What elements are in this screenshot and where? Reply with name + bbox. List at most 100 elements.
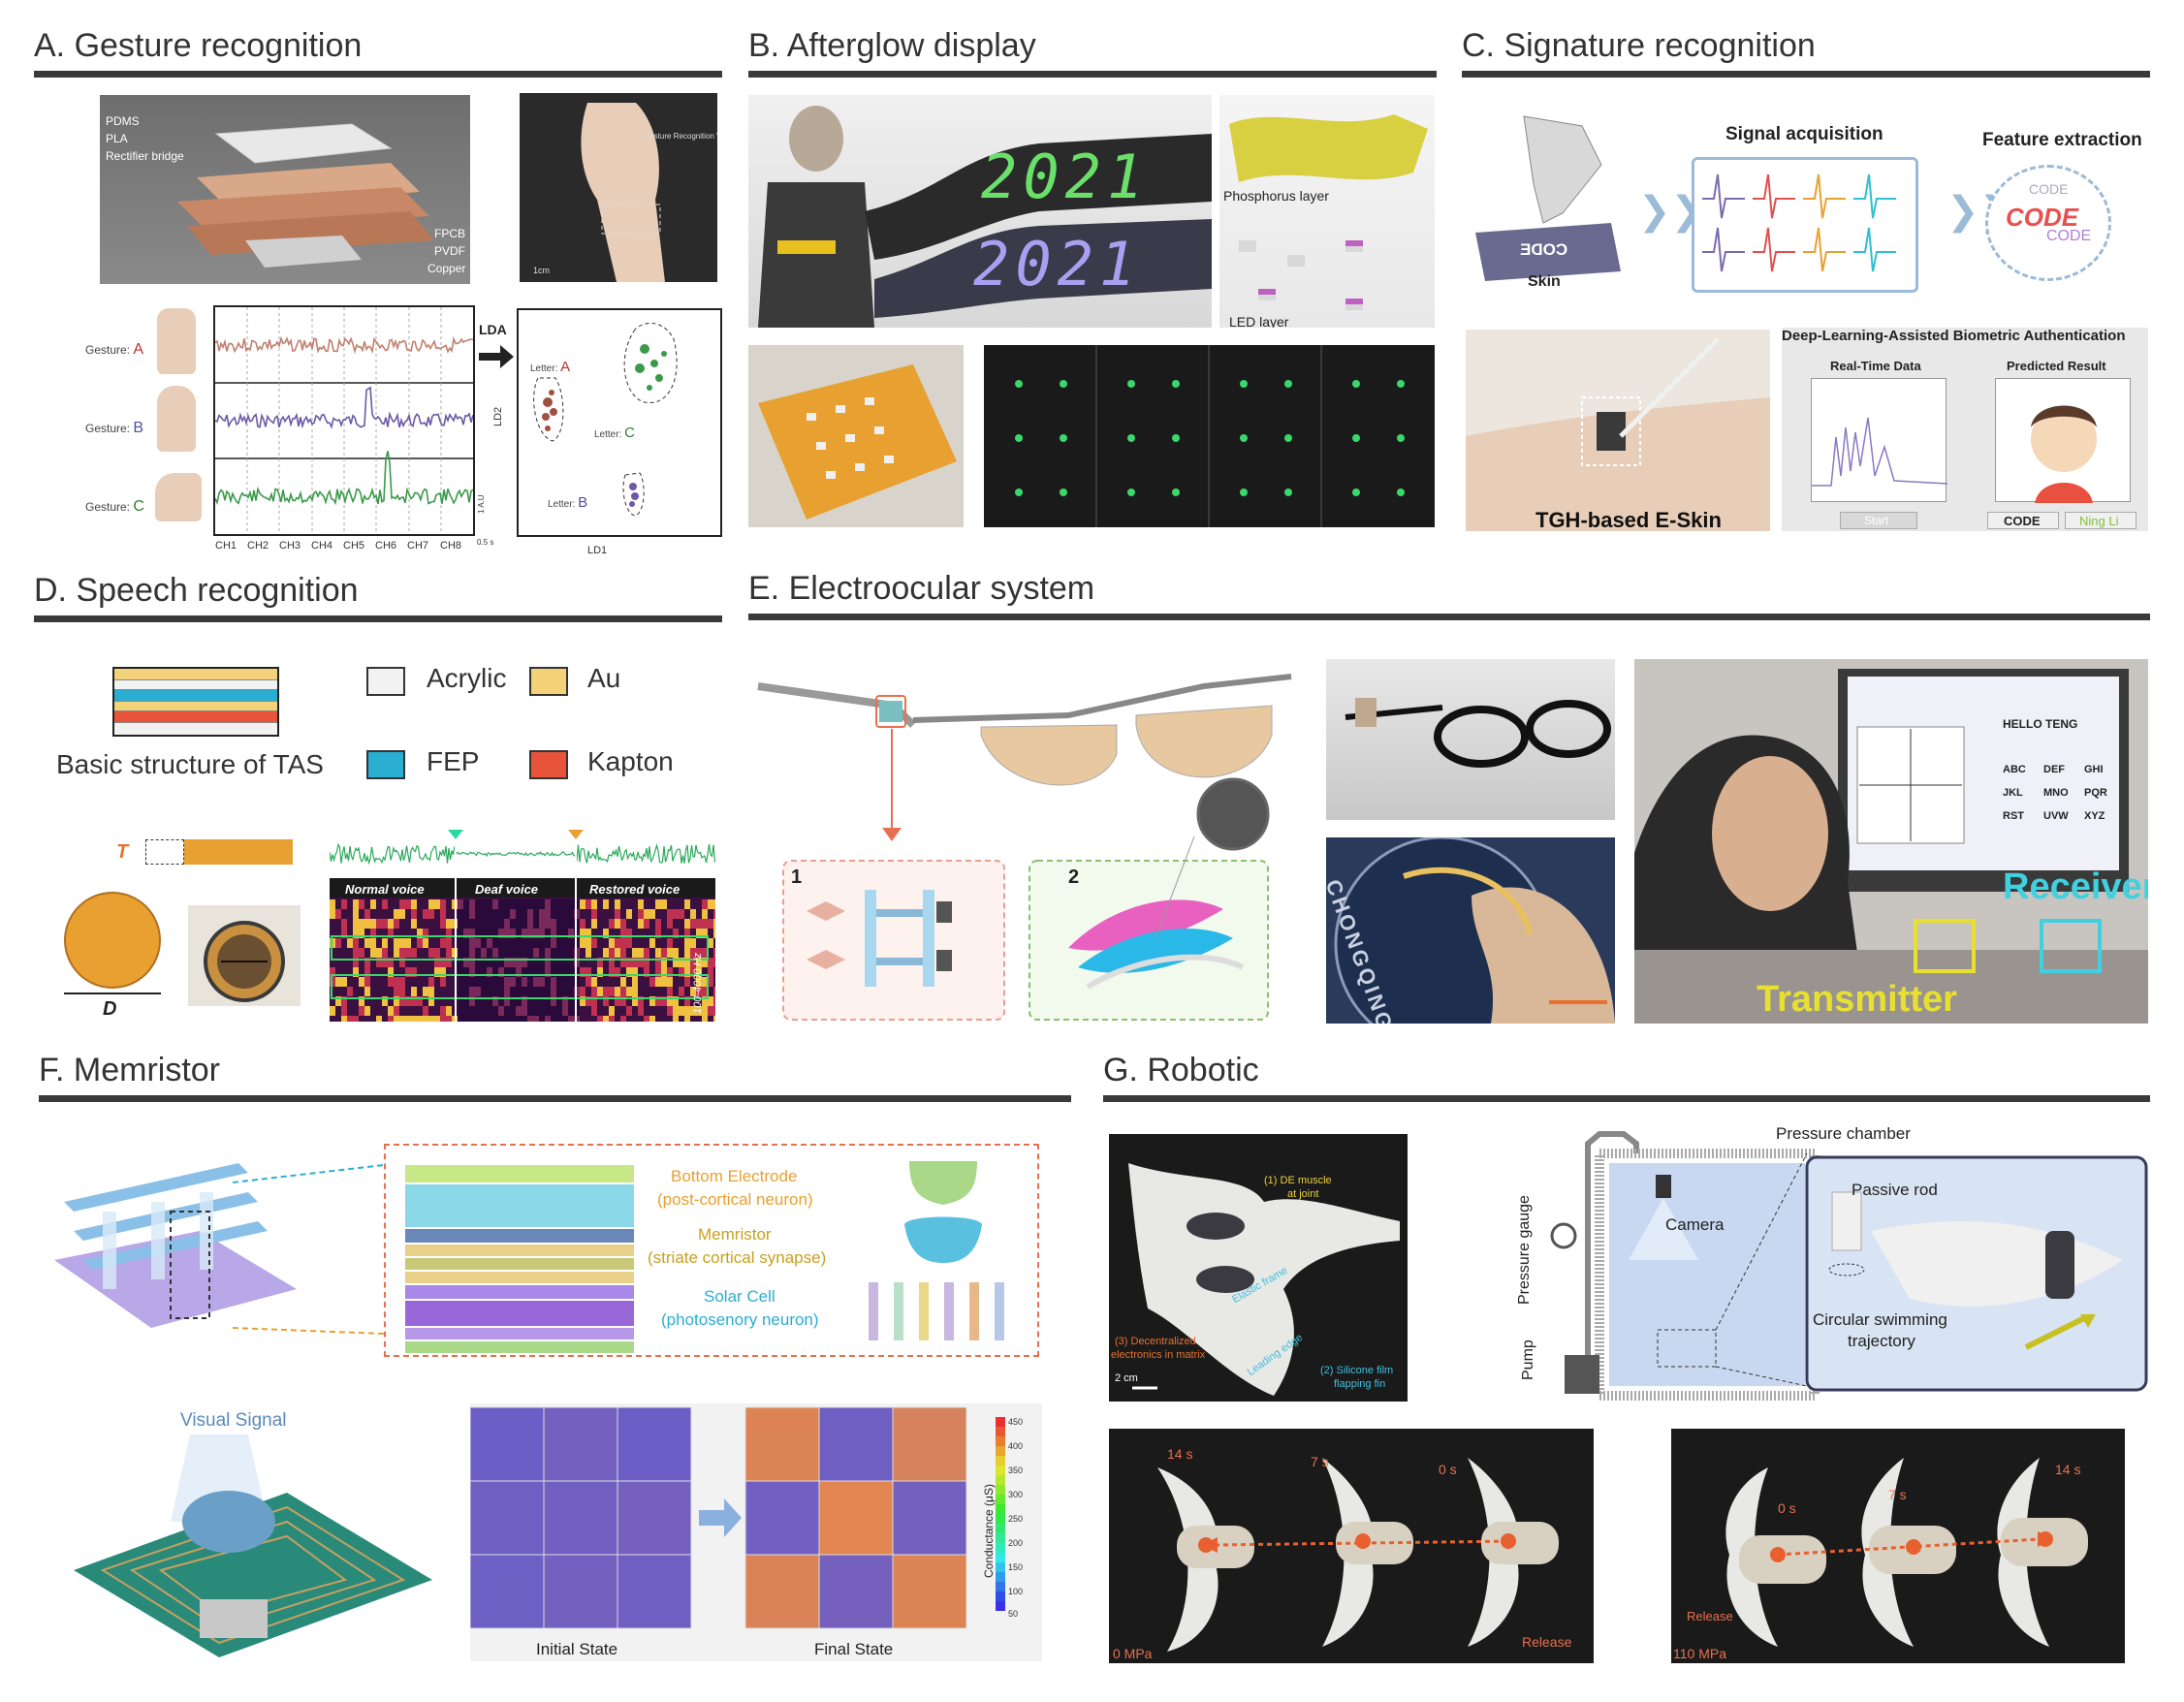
start-button[interactable]: Start bbox=[1840, 512, 1917, 529]
spectrogram-cell bbox=[405, 919, 411, 929]
spectrogram-cell bbox=[516, 967, 522, 977]
spectrogram-cell bbox=[632, 958, 638, 967]
heatmap-cell bbox=[617, 1480, 692, 1556]
legend-swatch-acrylic bbox=[366, 667, 405, 696]
flapping-fin-label: flapping fin bbox=[1334, 1378, 1386, 1390]
spectrogram-cell bbox=[458, 948, 463, 958]
spectrogram-cell bbox=[428, 977, 434, 987]
spectrogram-cell bbox=[673, 967, 679, 977]
panel-d-title: D. Speech recognition bbox=[34, 572, 359, 609]
time-label-0s: 0 s bbox=[1778, 1500, 1796, 1516]
heatmap-cell bbox=[744, 1480, 820, 1556]
spectrogram-cell bbox=[347, 987, 353, 996]
spectrogram-cell bbox=[522, 899, 527, 909]
spectrogram-cell bbox=[492, 967, 498, 977]
spectrogram-cell bbox=[341, 958, 347, 967]
spectrogram-cell bbox=[655, 919, 661, 929]
spectrogram-cell bbox=[504, 967, 510, 977]
spectrogram-cell bbox=[527, 996, 533, 1006]
spectrogram-cell bbox=[487, 1016, 492, 1022]
spectrogram-cell bbox=[341, 967, 347, 977]
spectrogram-cell bbox=[370, 899, 376, 909]
spectrogram-cell bbox=[667, 1006, 673, 1016]
memristor-text: Solar Cell bbox=[704, 1287, 775, 1306]
spectrogram-cell bbox=[603, 909, 609, 919]
spectrogram-cell bbox=[702, 899, 708, 909]
spectrogram-cell bbox=[638, 977, 644, 987]
spectrogram-cell bbox=[504, 899, 510, 909]
spectrogram-cell bbox=[335, 958, 341, 967]
spectrogram-cell bbox=[440, 948, 446, 958]
spectrogram-cell bbox=[487, 919, 492, 929]
spectrogram-cell bbox=[394, 929, 399, 938]
spectrogram-cell bbox=[586, 996, 591, 1006]
spectrogram-cell bbox=[644, 987, 649, 996]
spectrogram-cell bbox=[446, 938, 452, 948]
signal-acquisition-label: Signal acquisition bbox=[1725, 124, 1883, 144]
spectrogram-cell bbox=[690, 948, 696, 958]
spectrogram-cell bbox=[626, 919, 632, 929]
spectrogram-cell bbox=[475, 1006, 481, 1016]
spectrogram-cell bbox=[394, 1006, 399, 1016]
spectrogram-cell bbox=[510, 919, 516, 929]
spectrogram-cell bbox=[469, 948, 475, 958]
spectrogram-cell bbox=[335, 899, 341, 909]
spectrogram-cell bbox=[487, 948, 492, 958]
spectrogram-cell bbox=[446, 977, 452, 987]
spectrogram-cell bbox=[335, 1016, 341, 1022]
spectrogram-cell bbox=[434, 909, 440, 919]
spectrogram-cell bbox=[649, 958, 655, 967]
spectrogram-cell bbox=[586, 958, 591, 967]
spectrogram-cell bbox=[347, 958, 353, 967]
spectrogram-cell bbox=[481, 1016, 487, 1022]
channel-label: CH3 bbox=[279, 540, 301, 552]
spectrogram-cell bbox=[347, 948, 353, 958]
realtime-data-label: Real-Time Data bbox=[1830, 359, 1921, 373]
spectrogram-cell bbox=[609, 958, 615, 967]
spectrogram-cell bbox=[399, 948, 405, 958]
spectrogram-cell bbox=[638, 1016, 644, 1022]
spectrogram-cell bbox=[609, 987, 615, 996]
afterglow-dot bbox=[1240, 380, 1248, 388]
colorbar-segment bbox=[996, 1436, 1005, 1446]
spectrogram-cell bbox=[626, 929, 632, 938]
spectrogram-cell bbox=[713, 948, 715, 958]
spectrogram-cell bbox=[428, 899, 434, 909]
spectrogram-cell bbox=[702, 948, 708, 958]
transmitter-label: Transmitter bbox=[1757, 979, 1957, 1020]
colorbar-segment bbox=[996, 1601, 1005, 1611]
memristor-text: (photosenory neuron) bbox=[661, 1310, 819, 1329]
spectrogram-cell bbox=[696, 899, 702, 909]
spectrogram-cell bbox=[661, 938, 667, 948]
spectrogram-cell bbox=[632, 919, 638, 929]
spectrogram-cell bbox=[458, 919, 463, 929]
spectrogram-cell bbox=[527, 1016, 533, 1022]
colorbar-tick: 400 bbox=[1008, 1441, 1024, 1451]
spectrogram-cell bbox=[673, 1016, 679, 1022]
state-transition-arrow-icon bbox=[699, 1498, 742, 1537]
memristor-detail-box: Bottom Electrode (post-cortical neuron) … bbox=[384, 1144, 1039, 1357]
spectrogram-cell bbox=[679, 977, 684, 987]
spectrogram-cell bbox=[556, 1006, 562, 1016]
spectrogram-cell bbox=[394, 977, 399, 987]
spectrogram-cell bbox=[684, 996, 690, 1006]
spectrogram-cell bbox=[655, 929, 661, 938]
spectrogram-cell bbox=[458, 987, 463, 996]
spectrogram-cell bbox=[708, 996, 713, 1006]
spectrogram-cell bbox=[498, 899, 504, 909]
spectrogram-cell bbox=[481, 987, 487, 996]
spectrogram-cell bbox=[492, 1016, 498, 1022]
spectrogram-cell bbox=[545, 1006, 551, 1016]
spectrogram-cell bbox=[696, 938, 702, 948]
spectrogram-cell bbox=[370, 996, 376, 1006]
spectrogram-cell bbox=[463, 1016, 469, 1022]
layer-label: Rectifier bridge bbox=[106, 149, 184, 163]
spectrogram-cell bbox=[580, 977, 586, 987]
spectrogram-cell bbox=[603, 948, 609, 958]
spectrogram-cell bbox=[475, 987, 481, 996]
spectrogram-cell bbox=[353, 967, 359, 977]
spectrogram-cell bbox=[504, 938, 510, 948]
hand-gesture-c-icon bbox=[155, 473, 202, 521]
spectrogram-cell bbox=[661, 1016, 667, 1022]
spectrogram-cell bbox=[673, 929, 679, 938]
